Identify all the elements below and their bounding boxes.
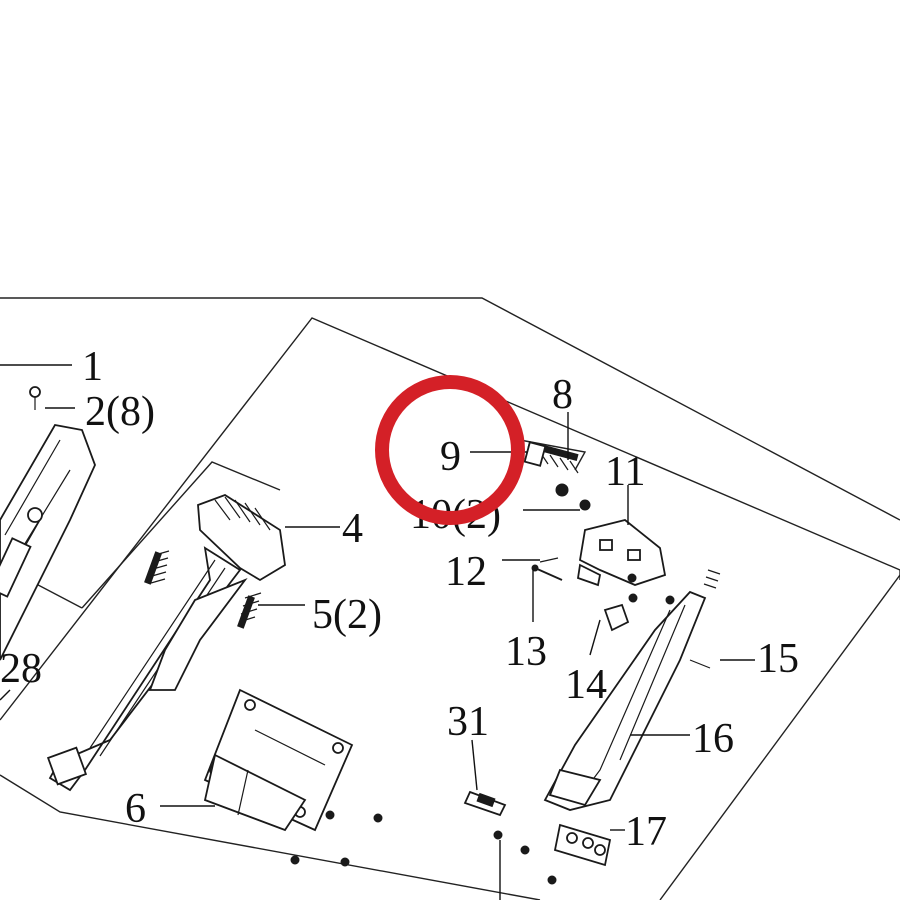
callout-16: 16 bbox=[692, 716, 734, 762]
part-6-plate bbox=[203, 688, 354, 832]
callout-31: 31 bbox=[447, 699, 489, 745]
part-11-bracket bbox=[576, 519, 667, 587]
callout-8: 8 bbox=[552, 372, 573, 418]
callout-4: 4 bbox=[342, 506, 363, 552]
callout-2: 2(8) bbox=[85, 389, 155, 435]
part8-subframe bbox=[519, 439, 587, 471]
callout-11: 11 bbox=[605, 449, 645, 495]
callout-15: 15 bbox=[757, 636, 799, 682]
main-panel-frame bbox=[0, 317, 900, 721]
part-12-pin bbox=[539, 557, 559, 563]
spring-upper-right bbox=[665, 569, 721, 605]
callout-12: 12 bbox=[445, 549, 487, 595]
callout-17: 17 bbox=[625, 809, 667, 855]
part-5-spring-b bbox=[237, 592, 262, 629]
part-17-plate bbox=[553, 823, 612, 867]
highlight-ring bbox=[375, 375, 525, 525]
leader-lines bbox=[0, 364, 755, 900]
callout-5: 5(2) bbox=[312, 592, 382, 638]
screws-bottom bbox=[290, 810, 557, 885]
part-1-housing bbox=[0, 423, 96, 661]
callout-28: 28 bbox=[0, 646, 42, 692]
part-9-pin bbox=[523, 441, 547, 467]
inner-frame bbox=[0, 774, 541, 900]
part4-subframe bbox=[81, 461, 281, 609]
part-31-plate bbox=[463, 790, 507, 817]
right-edge-frame bbox=[659, 574, 900, 900]
callout-14: 14 bbox=[565, 662, 607, 708]
callout-13: 13 bbox=[505, 629, 547, 675]
callout-9: 9 bbox=[440, 434, 461, 480]
part-5-spring-a bbox=[144, 550, 170, 585]
part-16-handle bbox=[543, 590, 707, 811]
part-13-rod bbox=[531, 564, 563, 581]
part-4-lever bbox=[46, 494, 286, 792]
part-15-clip bbox=[689, 659, 711, 669]
callout-6: 6 bbox=[125, 786, 146, 832]
outer-frame bbox=[0, 297, 900, 521]
part-2-bolt bbox=[29, 386, 41, 410]
part-10-ball bbox=[555, 483, 591, 511]
part-14-knob bbox=[603, 593, 638, 632]
callout-1: 1 bbox=[82, 344, 103, 390]
